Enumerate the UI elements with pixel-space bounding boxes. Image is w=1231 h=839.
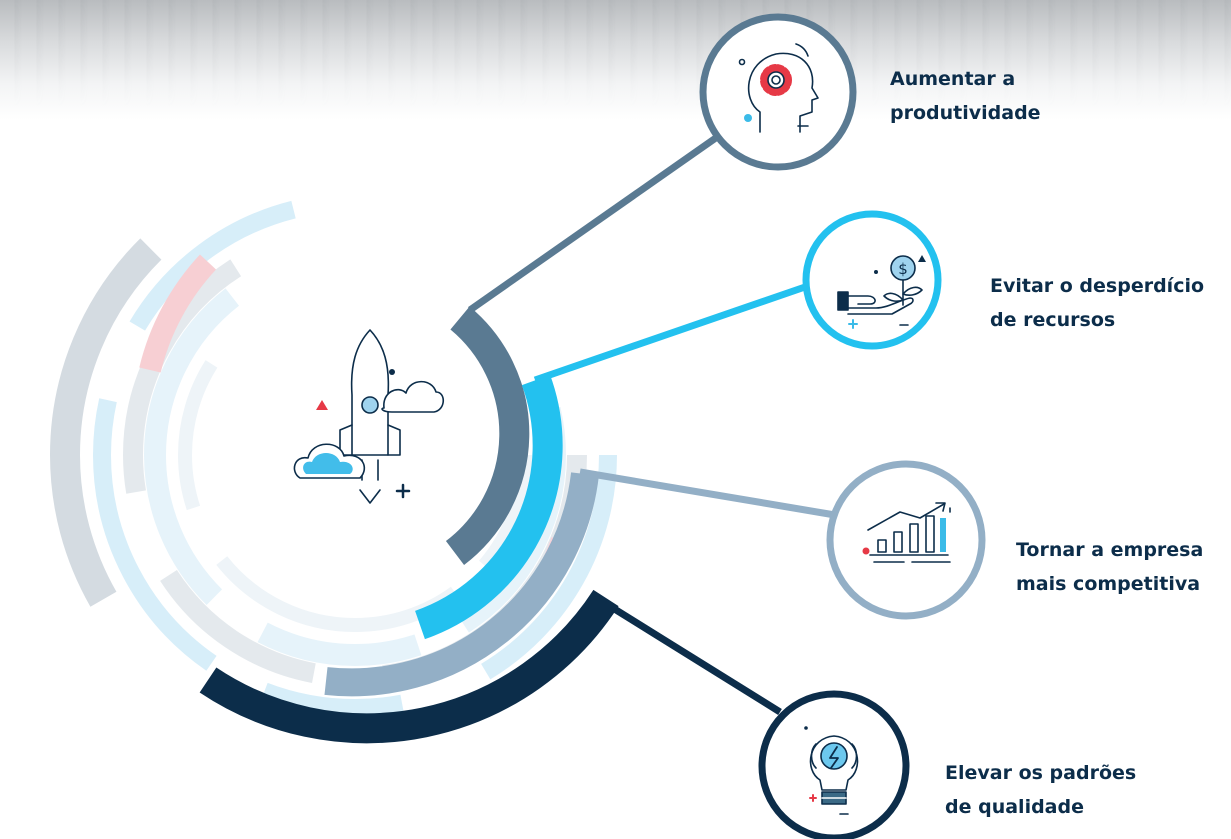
arc-competitive bbox=[324, 472, 599, 697]
benefit-line: produtividade bbox=[890, 102, 1041, 124]
lightbulb-icon bbox=[804, 726, 859, 815]
mid-gray-ring bbox=[123, 223, 587, 687]
outer-gray-ring bbox=[50, 150, 660, 760]
svg-text:$: $ bbox=[898, 260, 908, 278]
growth-chart-icon bbox=[862, 502, 951, 563]
arc-waste bbox=[414, 374, 563, 640]
benefit-arcs bbox=[199, 306, 619, 744]
benefit-circle-productivity bbox=[699, 13, 857, 171]
benefit-line: Tornar a empresa bbox=[1016, 539, 1204, 561]
benefit-line: Elevar os padrões bbox=[945, 762, 1137, 784]
benefit-line: Evitar o desperdício bbox=[990, 275, 1205, 297]
benefit-label-waste: Evitar o desperdício de recursos bbox=[990, 269, 1204, 337]
benefit-circle-quality bbox=[758, 690, 910, 839]
header-background-photo bbox=[0, 0, 1231, 120]
money-plant-hand-icon: $ bbox=[837, 255, 926, 329]
pink-accent-arc bbox=[139, 254, 217, 373]
connector-line-1 bbox=[467, 132, 723, 313]
benefit-line: de qualidade bbox=[945, 796, 1084, 818]
benefit-circle-competitive bbox=[826, 460, 986, 620]
benefit-line: mais competitiva bbox=[1016, 573, 1201, 595]
connector-line-2 bbox=[533, 283, 807, 384]
benefit-circle-waste: $ bbox=[802, 210, 942, 350]
benefit-line: Aumentar a bbox=[890, 68, 1016, 90]
arc-productivity bbox=[445, 306, 530, 565]
benefit-label-quality: Elevar os padrões de qualidade bbox=[945, 756, 1136, 824]
arc-quality bbox=[199, 589, 619, 744]
rocket-cloud-icon bbox=[293, 329, 445, 504]
benefit-label-productivity: Aumentar a produtividade bbox=[890, 62, 1041, 130]
benefit-label-competitive: Tornar a empresa mais competitiva bbox=[1016, 533, 1203, 601]
connector-lines bbox=[467, 132, 836, 715]
head-gear-icon bbox=[738, 43, 819, 133]
benefit-line: de recursos bbox=[990, 309, 1116, 331]
connector-line-3 bbox=[579, 468, 836, 519]
outer-light-ring bbox=[93, 193, 617, 717]
connector-line-4 bbox=[598, 597, 782, 715]
